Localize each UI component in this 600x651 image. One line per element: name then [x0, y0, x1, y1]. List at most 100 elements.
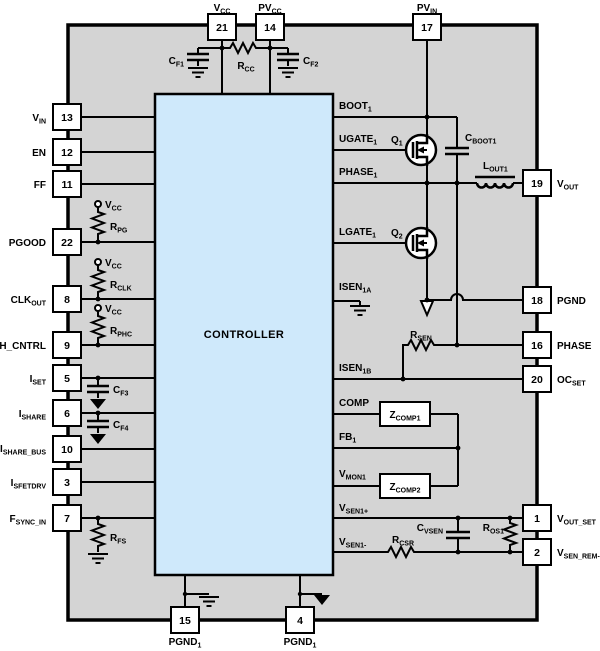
label-vsen-rem: VSEN_REM-	[557, 548, 600, 561]
label-rcc: RCC	[237, 61, 254, 74]
capacitor-cf1	[187, 48, 209, 78]
label-rclk: RCLK	[110, 280, 132, 293]
pin-box-1	[522, 504, 552, 532]
pin-number-13: 13	[61, 112, 73, 124]
pin-box-5	[52, 364, 82, 392]
pin-box-18	[522, 286, 552, 314]
pin-box-12	[52, 138, 82, 166]
pin-number-10: 10	[61, 444, 73, 456]
label-vout-set: VOUT_SET	[557, 514, 597, 527]
label-vin: VIN	[32, 113, 46, 126]
resistor-rsen-wire	[402, 337, 523, 379]
label-cf2: CF2	[303, 56, 319, 69]
label-lout1: LOUT1	[483, 161, 508, 174]
pin-box-7	[52, 504, 82, 532]
pin-number-5: 5	[64, 373, 70, 385]
pin-box-15	[170, 606, 200, 634]
pin-number-8: 8	[64, 294, 70, 306]
label-q2: Q2	[391, 228, 403, 241]
label-q1: Q1	[391, 135, 403, 148]
label-cf4: CF4	[113, 420, 129, 433]
pin-number-16: 16	[531, 340, 543, 352]
controller-block	[153, 92, 335, 577]
label-ph-cntrl: PH_CNTRL	[0, 341, 46, 352]
label-phase1: PHASE1	[339, 167, 377, 180]
capacitor-cf2	[277, 48, 299, 78]
label-vcc: VCC	[214, 3, 231, 16]
label-vcc-rail-1: VCC	[105, 200, 122, 213]
resistor-rpg	[89, 200, 107, 241]
pin-box-10	[52, 435, 82, 463]
label-pvcc: PVCC	[258, 3, 281, 16]
label-pgnd1-15: PGND1	[169, 637, 202, 650]
label-isfetdrv: ISFETDRV	[11, 478, 47, 491]
pin-number-12: 12	[61, 147, 73, 159]
components	[87, 48, 519, 607]
impedance-zcomp2-box	[379, 473, 431, 499]
label-vcc-rail-3: VCC	[105, 304, 122, 317]
label-boot1: BOOT1	[339, 101, 372, 114]
pin-box-2	[522, 538, 552, 566]
pin-number-21: 21	[216, 22, 228, 34]
label-rfs: RFS	[110, 533, 127, 546]
inductor-lout1	[475, 175, 515, 189]
pin-boxes: 21 14 17 13 12 11 22 8 9 5 6 10 3 7 19 1…	[52, 13, 552, 634]
pin-number-4: 4	[297, 615, 303, 627]
wire-pgnd	[427, 293, 523, 301]
pin-box-14	[255, 13, 285, 41]
label-ishare-bus: ISHARE_BUS	[0, 444, 46, 457]
pin-number-11: 11	[61, 179, 72, 191]
transistor-q2	[404, 225, 438, 261]
label-rsen: RSEN	[410, 330, 432, 343]
label-lgate1: LGATE1	[339, 227, 376, 240]
pin-box-16	[522, 331, 552, 359]
label-isen1b: ISEN1B	[339, 363, 371, 376]
pin-number-19: 19	[531, 178, 543, 190]
pin-box-22	[52, 228, 82, 256]
label-ugate1: UGATE1	[339, 134, 377, 147]
pin-number-15: 15	[179, 615, 191, 627]
resistor-rcc	[222, 40, 270, 56]
pin-box-11	[52, 170, 82, 198]
pin-box-20	[522, 365, 552, 393]
pin-number-9: 9	[64, 340, 70, 352]
label-ff: FF	[34, 180, 46, 191]
label-pgnd: PGND	[557, 296, 586, 307]
pin-box-13	[52, 103, 82, 131]
label-iset: ISET	[30, 374, 47, 387]
label-ishare: ISHARE	[19, 409, 47, 422]
pin-number-2: 2	[534, 547, 540, 559]
resistor-rfs	[87, 518, 109, 564]
capacitor-cf3	[87, 378, 109, 409]
label-pgnd1-4: PGND1	[284, 637, 317, 650]
pin-number-17: 17	[421, 22, 433, 34]
label-cf3: CF3	[113, 385, 129, 398]
pin-number-22: 22	[61, 237, 73, 249]
pin-number-1: 1	[534, 513, 540, 525]
label-ros1: ROS1	[483, 523, 504, 536]
wire-isen1a	[333, 300, 361, 305]
label-cf1: CF1	[169, 56, 185, 69]
pin-number-3: 3	[64, 477, 70, 489]
pin-number-7: 7	[64, 513, 70, 525]
pin-number-18: 18	[531, 295, 543, 307]
label-en: EN	[32, 148, 46, 159]
label-rpg: RPG	[110, 222, 128, 235]
capacitor-cf4	[87, 413, 109, 444]
pin-number-20: 20	[531, 374, 543, 386]
label-comp: COMP	[339, 398, 369, 409]
label-pvin: PVIN	[417, 3, 437, 16]
transistor-q1	[404, 132, 438, 168]
pin-box-4	[285, 606, 315, 634]
label-vmon1: VMON1	[339, 469, 366, 482]
label-vcc-rail-2: VCC	[105, 258, 122, 271]
label-cboot1: CBOOT1	[465, 133, 496, 146]
label-zcomp1: ZCOMP1	[389, 410, 420, 423]
impedance-zcomp1-box	[379, 401, 431, 427]
junction-dots	[95, 45, 513, 597]
pin-box-17	[412, 13, 442, 41]
pin-box-6	[52, 399, 82, 427]
label-cvsen: CVSEN	[417, 523, 443, 536]
